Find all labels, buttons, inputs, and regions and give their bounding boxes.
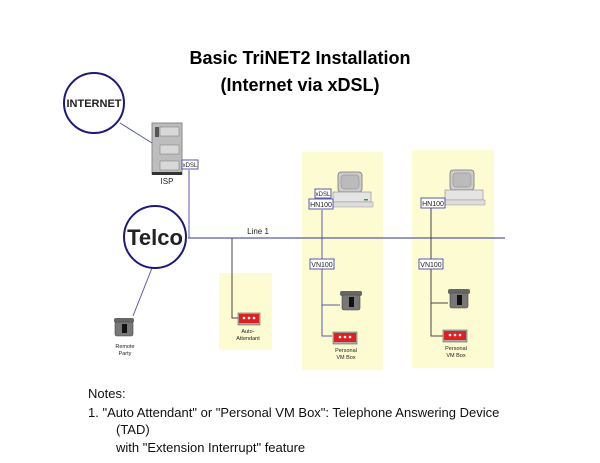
auto-attendant-label-2: Attendant xyxy=(236,336,260,342)
house1-hn100-label: HN100 xyxy=(310,202,332,209)
house2-computer-icon xyxy=(444,169,486,206)
remote-party-label-2: Party xyxy=(119,351,132,357)
house2-hn100 xyxy=(420,197,446,209)
diagram-title-line1: Basic TriNET2 Installation xyxy=(189,48,411,68)
auto-attendant-link xyxy=(231,238,240,319)
notes-heading: Notes: xyxy=(88,386,126,401)
isp-server-icon xyxy=(151,122,183,175)
note-1-line-3: with "Extension Interrupt" feature xyxy=(116,440,306,455)
auto-attendant-zone xyxy=(219,273,272,350)
house2-wiring xyxy=(430,208,443,337)
house2-vm-box-label-2: VM Box xyxy=(446,353,466,359)
house1-vm-box-icon xyxy=(332,331,358,345)
telco-remote-link xyxy=(132,267,153,317)
house1-vm-box-label-1: Personal xyxy=(335,348,357,354)
isp-label: ISP xyxy=(161,177,174,186)
house1-wiring xyxy=(321,210,332,337)
house1-hn100 xyxy=(308,198,334,210)
line-1-label: Line 1 xyxy=(247,227,269,236)
auto-attendant-tad-icon xyxy=(237,312,261,326)
isp-xdsl-label: xDSL xyxy=(183,163,198,169)
house2-phone-icon xyxy=(448,289,470,309)
house1-xdsl-label: xDSL xyxy=(316,192,331,198)
diagram-title-line2: (Internet via xDSL) xyxy=(220,75,380,95)
house2-vm-box-icon xyxy=(442,329,468,343)
internet-cloud xyxy=(63,72,125,134)
note-1-line-2: (TAD) xyxy=(116,422,150,437)
house1-vn100-label: VN100 xyxy=(311,262,333,269)
house2-hn100-label: HN100 xyxy=(422,201,444,208)
telco-circle xyxy=(123,205,187,269)
house1-xdsl-port xyxy=(314,188,332,199)
house1-vm-box-label-2: VM Box xyxy=(336,355,356,361)
isp-xdsl-port xyxy=(181,159,199,170)
house2-vn100 xyxy=(418,258,444,270)
remote-party-label-1: Remote xyxy=(115,344,134,350)
auto-attendant-label-1: Auto- xyxy=(241,329,254,335)
remote-party-phone-icon xyxy=(114,318,134,337)
house1-phone-icon xyxy=(340,291,362,311)
telco-label: Telco xyxy=(127,225,183,250)
house1-computer-icon xyxy=(332,171,374,208)
house1-vn100 xyxy=(309,258,335,270)
note-1-line-1: 1. "Auto Attendant" or "Personal VM Box"… xyxy=(88,405,500,420)
house2-vn100-label: VN100 xyxy=(420,262,442,269)
house2-vm-box-label-1: Personal xyxy=(445,346,467,352)
internet-isp-link xyxy=(119,122,153,144)
internet-label: INTERNET xyxy=(67,98,122,110)
